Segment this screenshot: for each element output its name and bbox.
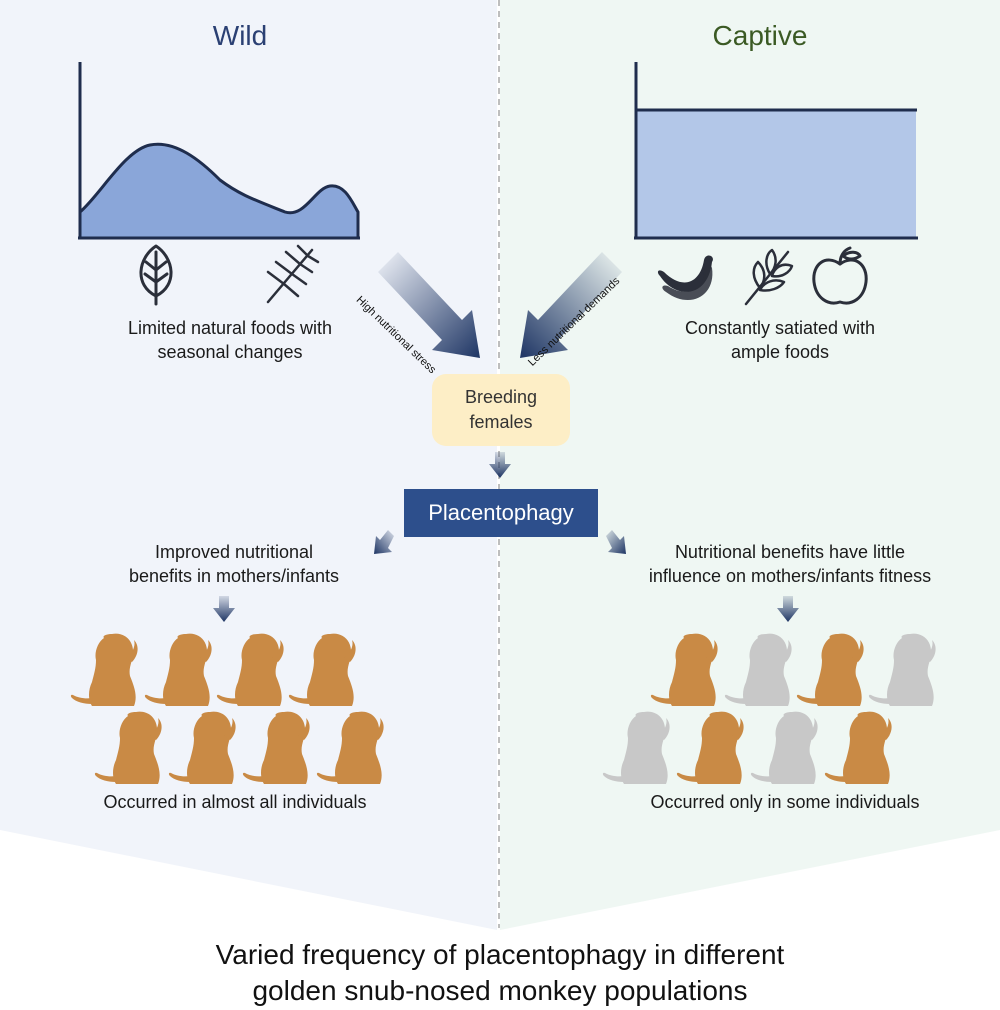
breeding-females-box: Breeding females	[432, 374, 570, 446]
footer-line-2: golden snub-nosed monkey populations	[252, 975, 748, 1006]
captive-caption-line-2: ample foods	[730, 342, 830, 362]
captive-food-chart	[634, 62, 918, 240]
wild-food-caption: Limited natural foods with seasonal chan…	[80, 316, 380, 364]
wild-outcome-line-1: Improved nutritional	[154, 542, 314, 562]
wild-food-chart	[78, 62, 360, 240]
captive-food-caption: Constantly satiated with ample foods	[630, 316, 930, 364]
banana-icon	[657, 255, 713, 301]
apple-icon	[812, 246, 868, 305]
placentophagy-box: Placentophagy	[404, 489, 598, 537]
pine-branch-icon	[266, 244, 320, 304]
captive-caption-line-1: Constantly satiated with	[684, 318, 876, 338]
breeding-to-placentophagy-arrow	[489, 452, 511, 478]
wild-caption-line-2: seasonal changes	[157, 342, 303, 362]
wild-title: Wild	[212, 20, 268, 51]
figure-footer: Varied frequency of placentophagy in dif…	[100, 937, 900, 1009]
to-captive-outcome-arrow	[606, 530, 626, 554]
wild-outcome-line-2: benefits in mothers/infants	[128, 566, 340, 586]
captive-title: Captive	[712, 20, 808, 51]
wild-outcome-text: Improved nutritional benefits in mothers…	[84, 540, 384, 588]
captive-food-area	[636, 110, 916, 238]
captive-result-text: Occurred only in some individuals	[650, 792, 920, 812]
leafy-branch-icon	[744, 248, 794, 306]
wild-food-curve	[78, 142, 360, 240]
breeding-line-1: Breeding	[464, 387, 538, 407]
captive-outcome-line-1: Nutritional benefits have little	[674, 542, 906, 562]
captive-outcome-line-2: influence on mothers/infants fitness	[648, 566, 932, 586]
high-stress-arrow	[378, 252, 480, 358]
leaf-icon	[139, 244, 173, 306]
wild-outcome-arrow	[213, 596, 235, 622]
to-wild-outcome-arrow	[374, 530, 394, 554]
low-demand-arrow	[520, 252, 622, 358]
wild-caption-line-1: Limited natural foods with	[127, 318, 333, 338]
breeding-line-2: females	[469, 412, 533, 432]
footer-line-1: Varied frequency of placentophagy in dif…	[215, 939, 785, 970]
captive-outcome-arrow	[777, 596, 799, 622]
captive-outcome-text: Nutritional benefits have little influen…	[612, 540, 968, 588]
wild-result-text: Occurred in almost all individuals	[103, 792, 367, 812]
